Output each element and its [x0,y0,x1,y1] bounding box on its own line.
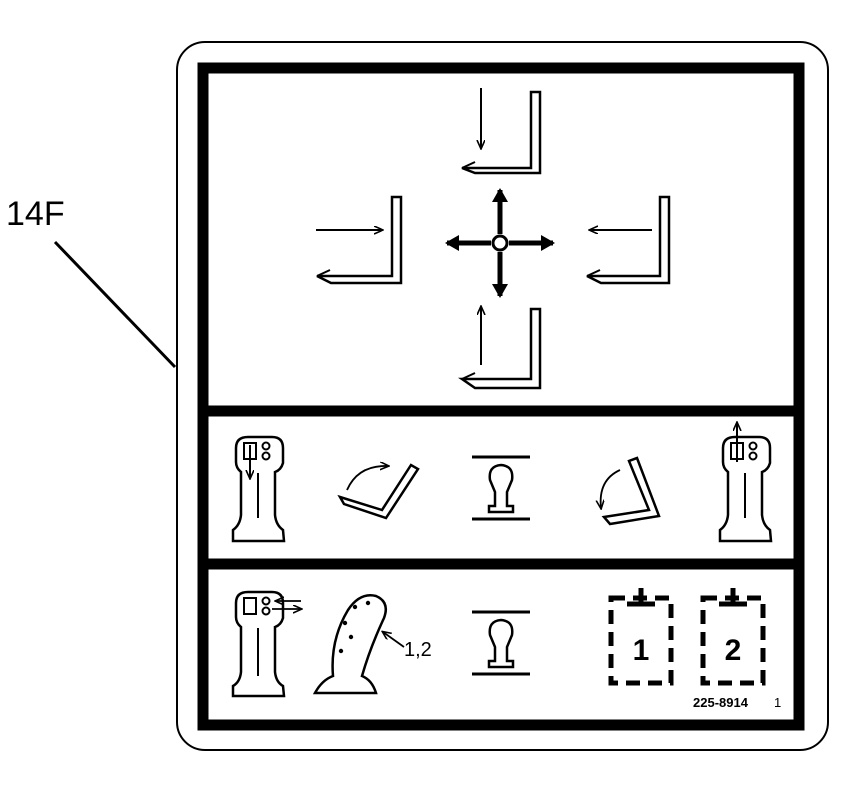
mid-panel [231,423,773,543]
spool-icon [472,610,530,676]
bottom-panel: 1,2 1 2 225-8914 1 [231,588,781,710]
decal-outline [176,41,829,751]
callout-label: 14F [6,195,65,233]
button-pointer-label: 1,2 [404,639,432,661]
joystick-icon [231,590,301,698]
tilt-icon [601,456,661,526]
fork-raise-icon [457,307,542,390]
top-panel [316,88,671,390]
four-way-arrows-icon [445,188,555,298]
joystick-icon [718,423,773,543]
joystick-icon [231,435,286,543]
mode-box-icon: 2 [700,588,766,686]
mode-2-number: 2 [725,634,742,667]
spool-icon [472,455,530,521]
tilt-icon [337,465,420,520]
fork-lower-icon [461,88,542,175]
mode-box-icon: 1 [608,588,674,686]
decal-frame [197,62,805,731]
part-number: 225-8914 [693,695,749,710]
revision-number: 1 [774,695,781,710]
mode-1-number: 1 [633,634,650,667]
grip-handle-icon [312,594,405,695]
fork-left-icon [586,195,671,285]
fork-right-icon [316,195,403,285]
